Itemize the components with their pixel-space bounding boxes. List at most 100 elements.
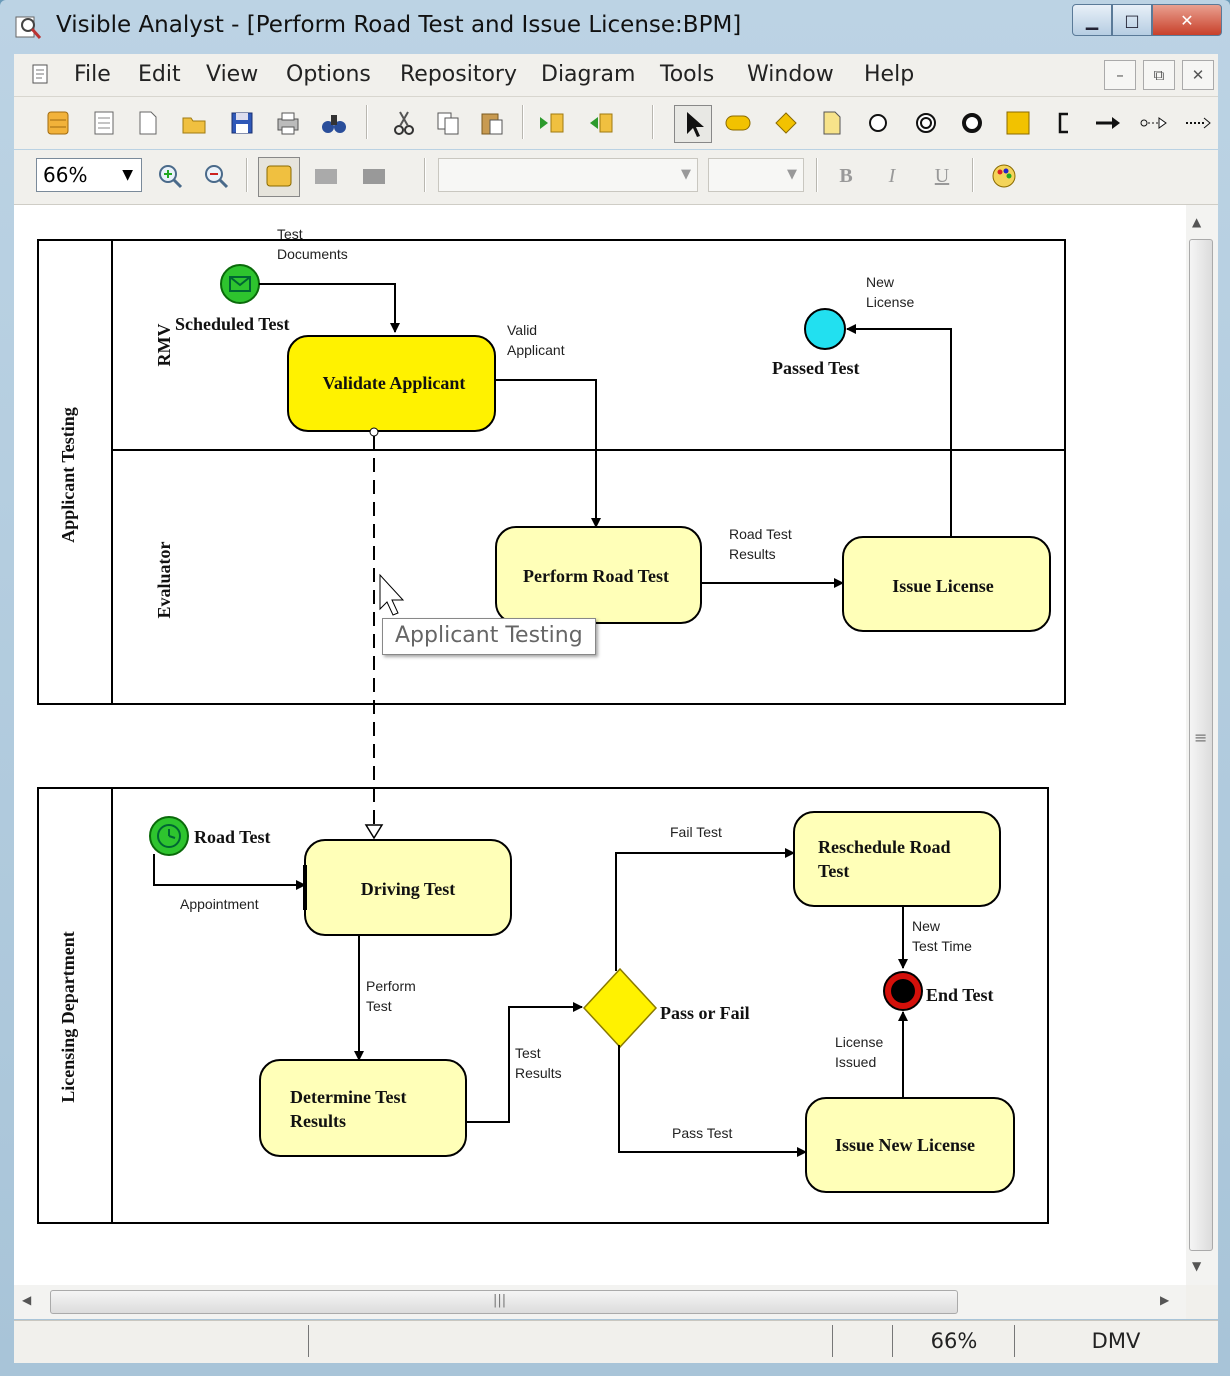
font-size-select[interactable]: ▼: [708, 158, 804, 192]
task-determine-test-results[interactable]: [259, 1059, 467, 1157]
gateway-shape-icon[interactable]: [772, 109, 800, 137]
annotation-bracket-icon[interactable]: [1050, 109, 1078, 137]
task-issue-new-license[interactable]: [805, 1097, 1015, 1193]
document-icon[interactable]: [30, 64, 50, 84]
status-cell-mode: [834, 1325, 893, 1357]
task-shape-icon[interactable]: [724, 109, 752, 137]
mdi-minimize-button[interactable]: –: [1104, 60, 1136, 90]
menu-view[interactable]: View: [206, 62, 259, 87]
pool-applicant-testing[interactable]: [37, 239, 1066, 705]
gateway-pass-or-fail[interactable]: [582, 967, 658, 1049]
color-palette-icon[interactable]: [990, 162, 1018, 190]
flow-label-test-time: Test Time: [912, 938, 972, 954]
flow-label-license: License: [835, 1034, 883, 1050]
zoom-out-icon[interactable]: [202, 162, 230, 190]
menu-bar: File Edit View Options Repository Diagra…: [14, 54, 1218, 97]
intermediate-event-icon[interactable]: [912, 109, 940, 137]
group-shape-icon[interactable]: [1004, 109, 1032, 137]
underline-button[interactable]: U: [934, 165, 950, 187]
save-icon[interactable]: [228, 109, 256, 137]
pool-licensing-department[interactable]: [37, 787, 1049, 1224]
minimize-button[interactable]: ▁: [1072, 4, 1112, 36]
message-flow-arrow-icon[interactable]: [1140, 109, 1168, 137]
scroll-down-arrow-icon[interactable]: ▼: [1192, 1259, 1202, 1273]
menu-file[interactable]: File: [74, 62, 111, 87]
sequence-flow[interactable]: [846, 324, 952, 537]
paste-icon[interactable]: [478, 109, 506, 137]
menu-edit[interactable]: Edit: [138, 62, 181, 87]
new-file-icon[interactable]: [134, 109, 162, 137]
export-icon[interactable]: [586, 109, 614, 137]
diagram-canvas[interactable]: Applicant Testing RMV Evaluator Licensin…: [14, 205, 1186, 1285]
toolbar-separator: [246, 158, 248, 192]
find-binoculars-icon[interactable]: [320, 109, 348, 137]
shadow-style-icon[interactable]: [312, 162, 340, 190]
task-label-issue-license: Issue License: [892, 576, 994, 596]
sequence-flow[interactable]: [259, 283, 400, 333]
menu-help[interactable]: Help: [864, 62, 915, 87]
task-label-issue-new-license: Issue New License: [835, 1135, 975, 1155]
flow-label-fail-test: Fail Test: [670, 824, 722, 840]
toolbar-separator: [652, 105, 654, 139]
vertical-scroll-thumb[interactable]: ≡: [1189, 239, 1213, 1251]
repository-icon[interactable]: [44, 109, 72, 137]
main-toolbar: [14, 97, 1218, 149]
app-magnifier-icon: [15, 16, 42, 39]
scroll-left-arrow-icon[interactable]: ◀: [22, 1293, 32, 1307]
end-event-icon[interactable]: [958, 109, 986, 137]
copy-icon[interactable]: [434, 109, 462, 137]
flow-label-perform: Perform: [366, 978, 416, 994]
close-button[interactable]: ✕: [1152, 4, 1222, 36]
menu-repository[interactable]: Repository: [400, 62, 517, 87]
zoom-select[interactable]: 66% ▼: [36, 158, 142, 192]
mdi-restore-button[interactable]: ⧉: [1143, 60, 1175, 90]
sequence-flow[interactable]: [466, 1002, 583, 1123]
menu-options[interactable]: Options: [286, 62, 371, 87]
status-cell-message: [14, 1325, 309, 1357]
sequence-flow[interactable]: [615, 848, 795, 971]
menu-window[interactable]: Window: [747, 62, 834, 87]
sequence-flow[interactable]: [495, 379, 601, 528]
font-name-select[interactable]: ▼: [438, 158, 698, 192]
menu-diagram[interactable]: Diagram: [541, 62, 636, 87]
title-bar[interactable]: Visible Analyst - [Perform Road Test and…: [0, 0, 1230, 52]
import-icon[interactable]: [538, 109, 566, 137]
select-pointer-icon[interactable]: [674, 105, 712, 143]
task-issue-license[interactable]: [842, 536, 1051, 632]
scroll-right-arrow-icon[interactable]: ▶: [1160, 1293, 1170, 1307]
sequence-flow[interactable]: [618, 1045, 807, 1157]
event-label-scheduled-test: Scheduled Test: [175, 314, 290, 334]
list-icon[interactable]: [90, 109, 118, 137]
cut-icon[interactable]: [390, 109, 418, 137]
vertical-scrollbar[interactable]: ▲ ≡ ▼: [1186, 205, 1218, 1285]
zoom-in-icon[interactable]: [156, 162, 184, 190]
flow-label-valid: Valid: [507, 322, 537, 338]
bold-button[interactable]: B: [839, 165, 853, 187]
menu-tools[interactable]: Tools: [660, 62, 715, 87]
italic-button[interactable]: I: [888, 165, 896, 187]
end-event-passed-test[interactable]: [804, 308, 846, 350]
data-object-icon[interactable]: [818, 109, 846, 137]
maximize-button[interactable]: □: [1112, 4, 1152, 36]
scroll-up-arrow-icon[interactable]: ▲: [1192, 215, 1202, 229]
horizontal-scroll-thumb[interactable]: |||: [50, 1290, 958, 1314]
open-folder-icon[interactable]: [180, 109, 208, 137]
line-style-icon[interactable]: [360, 162, 388, 190]
task-label-reschedule-road: Reschedule Road: [818, 837, 951, 857]
bpm-diagram[interactable]: Applicant Testing RMV Evaluator Licensin…: [14, 205, 1186, 1285]
sequence-flow[interactable]: [153, 854, 306, 890]
envelope-icon: [229, 276, 251, 292]
horizontal-scrollbar[interactable]: ◀ ||| ▶: [14, 1285, 1186, 1319]
mdi-close-button[interactable]: ✕: [1182, 60, 1214, 90]
fill-color-icon[interactable]: [258, 157, 300, 197]
task-label-driving-test: Driving Test: [361, 879, 456, 899]
window-controls: ▁ □ ✕: [1072, 4, 1222, 36]
sequence-flow-arrow-icon[interactable]: [1094, 109, 1122, 137]
print-icon[interactable]: [274, 109, 302, 137]
task-reschedule-road-test[interactable]: [793, 811, 1001, 907]
task-perform-road-test[interactable]: [495, 526, 702, 624]
start-event-icon[interactable]: [864, 109, 892, 137]
association-arrow-icon[interactable]: [1184, 109, 1212, 137]
task-validate-applicant[interactable]: [287, 335, 496, 432]
